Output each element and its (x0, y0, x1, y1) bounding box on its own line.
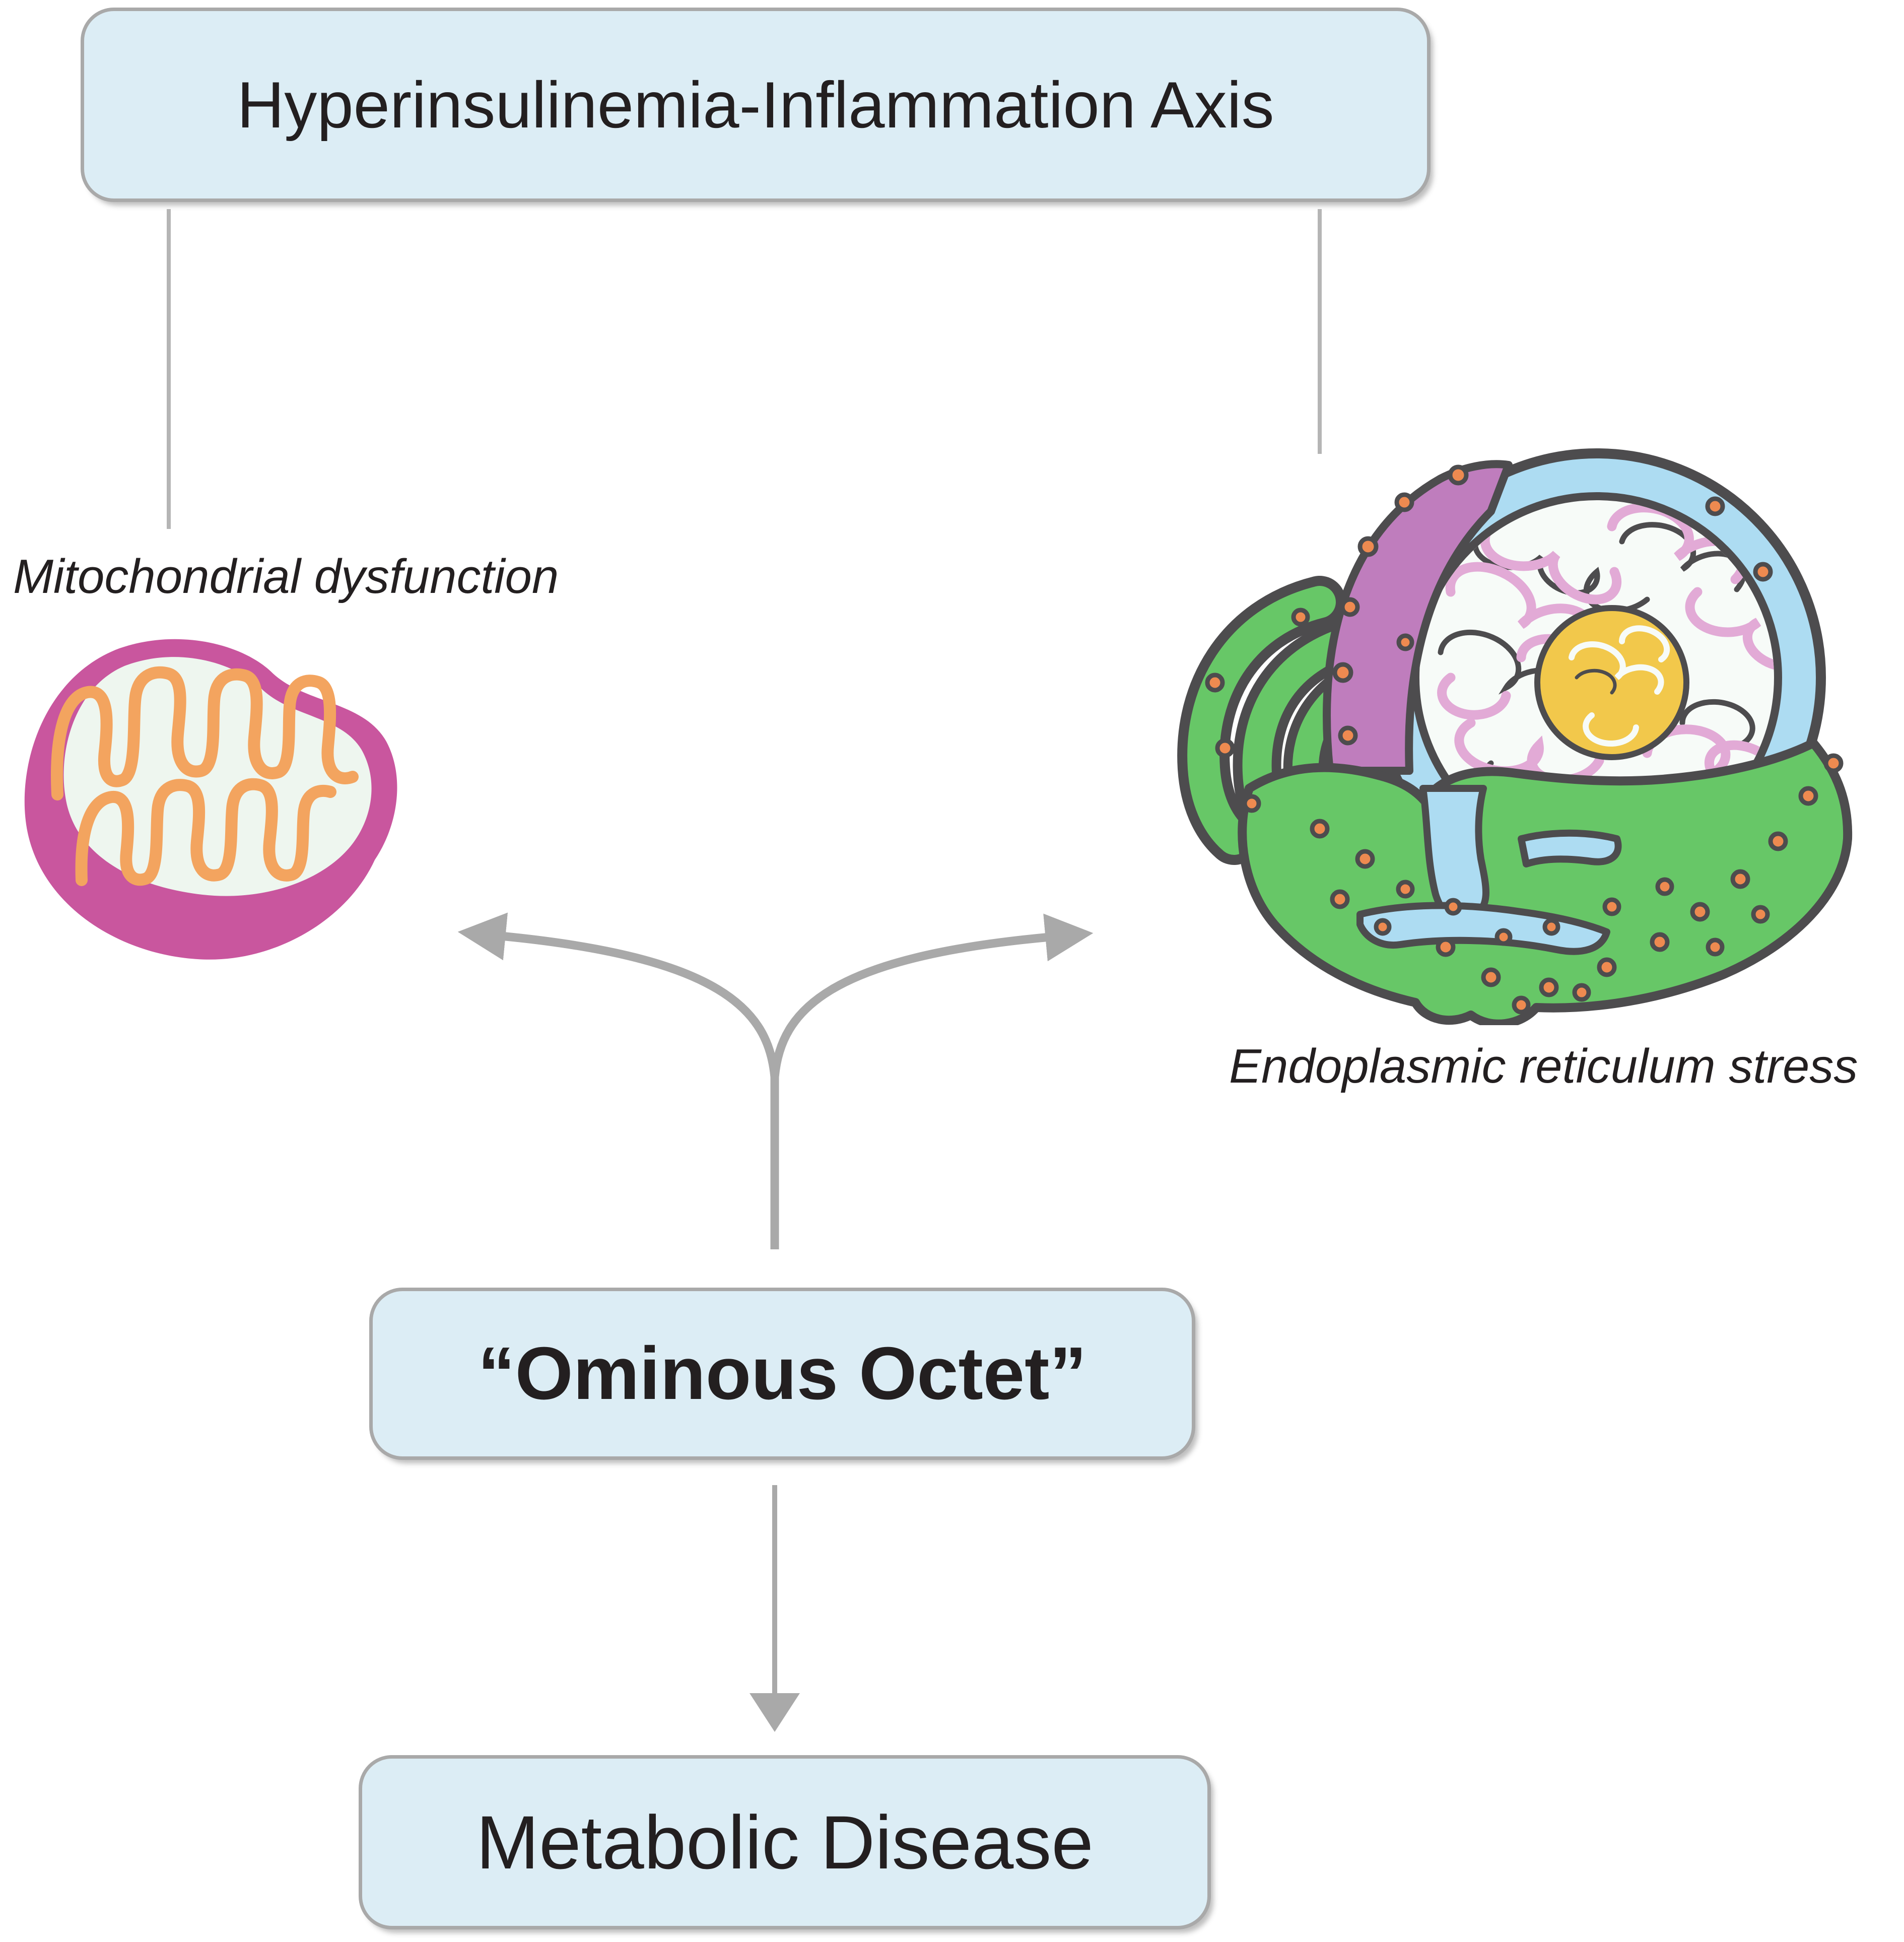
node-title: Hyperinsulinemia-Inflammation Axis (237, 68, 1274, 142)
node-title: Metabolic Disease (476, 1799, 1094, 1885)
down-arrow-head (750, 1693, 800, 1732)
connector-axis-to-mitochondrion (167, 209, 171, 529)
mitochondrion-icon (24, 639, 397, 960)
node-title: “Ominous Octet” (478, 1332, 1087, 1415)
node-metabolic-disease: Metabolic Disease (359, 1755, 1211, 1929)
er-lumen-channels (1356, 785, 1622, 955)
node-ominous-octet: “Ominous Octet” (369, 1288, 1195, 1460)
mitochondrial-dysfunction-label: Mitochondrial dysfunction (13, 550, 559, 604)
down-arrow (750, 1485, 800, 1732)
connector-axis-to-er (1318, 209, 1322, 454)
er-green-bowl (1238, 739, 1853, 1025)
node-hyperinsulinemia-inflammation-axis: Hyperinsulinemia-Inflammation Axis (81, 8, 1431, 202)
er-purple-wedge (1323, 460, 1513, 775)
arrow-branch-left (457, 912, 779, 1078)
arrow-branch-right (770, 913, 1094, 1078)
bifurcating-arrow (457, 912, 1094, 1249)
endoplasmic-reticulum-icon (1177, 448, 1853, 1025)
nucleolus (1534, 605, 1689, 760)
endoplasmic-reticulum-stress-label: Endoplasmic reticulum stress (1229, 1039, 1858, 1093)
mitochondrion-cristae (51, 666, 359, 886)
ribosome-dots (1205, 464, 1844, 1015)
down-arrow-stem (772, 1485, 777, 1695)
